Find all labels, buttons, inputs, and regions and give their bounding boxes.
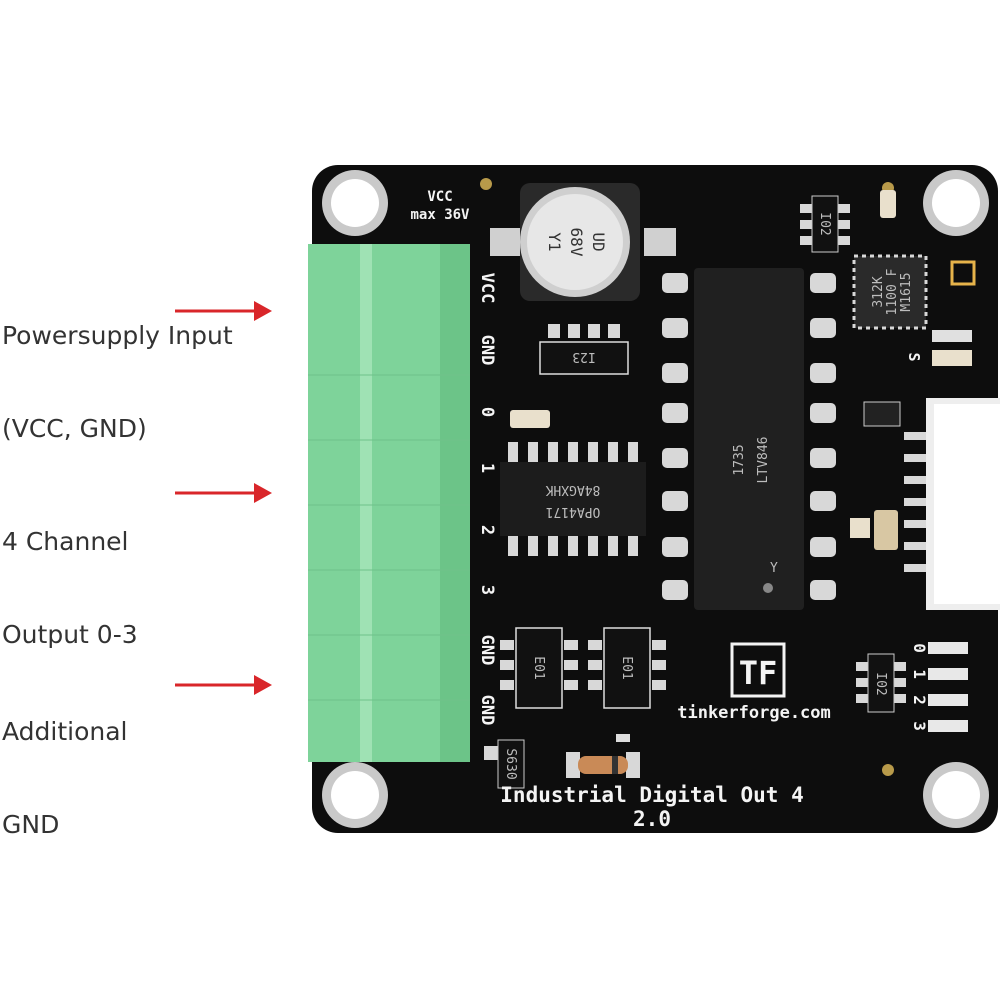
s-label: S	[905, 352, 923, 361]
callout-outputs-line1: 4 Channel	[2, 527, 129, 556]
version-label: 2.0	[633, 807, 671, 831]
arrow-outputs	[175, 483, 272, 503]
connector-right	[904, 398, 1000, 610]
callout-gnd-line1: Additional	[2, 717, 128, 746]
terminal-label-vcc: VCC	[477, 273, 497, 304]
led-label-2: 2	[910, 695, 929, 705]
resistor-s630: S630	[484, 739, 525, 789]
ic-optocoupler: 1735 LTV846 Y	[662, 268, 836, 610]
terminal-label-2: 2	[477, 525, 497, 535]
resistor-array	[850, 401, 901, 550]
led-label-1: 1	[910, 669, 929, 679]
callout-gnd-line2: GND	[2, 810, 60, 839]
callout-power-line2: (VCC, GND)	[2, 414, 147, 443]
resistor-s630-label: S630	[503, 748, 518, 779]
optocoupler-line-2: LTV846	[756, 437, 771, 484]
qfn-line-3: M1615	[899, 272, 914, 311]
e01-left-label: E01	[531, 656, 546, 679]
opamp-line-2: 84AGXHK	[545, 482, 600, 497]
terminal-label-gnd-2: GND	[477, 635, 497, 666]
resistor-0	[510, 410, 550, 428]
led-label-3: 3	[910, 721, 929, 731]
status-leds: 0 1 2 3	[910, 642, 968, 732]
vcc-max-label: max 36V	[410, 207, 470, 223]
capacitor-text-3: Y1	[545, 232, 564, 251]
ic-qfn: 312K 1100 F M1615	[852, 254, 928, 330]
mounting-hole-bottom-right	[923, 762, 989, 828]
optocoupler-mark: Y	[770, 561, 778, 576]
ic-i02-top-label: I02	[817, 212, 832, 235]
ic-i02-top: I02	[800, 195, 850, 253]
terminal-label-1: 1	[477, 463, 497, 473]
led-1	[928, 668, 968, 680]
ic-i23-label: I23	[572, 349, 595, 364]
led-2	[928, 694, 968, 706]
terminal-label-gnd-1: GND	[477, 335, 497, 366]
callout-outputs: 4 Channel Output 0-3	[2, 464, 138, 681]
brand-text: tinkerforge.com	[677, 703, 831, 723]
logo-text: TF	[739, 654, 778, 692]
tinkerforge-logo: TF	[730, 642, 786, 698]
mounting-hole-top-left	[322, 170, 388, 236]
qfn-line-2: 1100 F	[885, 268, 900, 315]
ic-e01-right: E01	[588, 627, 666, 709]
arrow-power	[175, 301, 272, 321]
mounting-hole-top-right	[923, 170, 989, 236]
terminal-labels: VCC GND 0 1 2 3 GND GND	[477, 273, 497, 726]
led-3	[928, 720, 968, 732]
e01-right-label: E01	[619, 656, 634, 679]
led-label-0: 0	[910, 643, 929, 653]
mounting-hole-bottom-left	[322, 762, 388, 828]
ic-i02-bottom: I02	[856, 653, 906, 713]
callout-gnd: Additional GND	[2, 654, 128, 871]
callout-outputs-line2: Output 0-3	[2, 620, 138, 649]
ic-i23: I23	[539, 324, 629, 375]
capacitor-text-1: UD	[589, 232, 608, 251]
opamp-line-1: OPA4171	[546, 504, 601, 519]
ic-e01-left: E01	[500, 627, 578, 709]
ic-opamp: OPA4171 84AGXHK	[500, 442, 646, 556]
terminal-block	[308, 244, 470, 762]
optocoupler-line-1: 1735	[732, 444, 747, 475]
callout-power: Powersupply Input (VCC, GND)	[2, 258, 233, 475]
terminal-label-3: 3	[477, 585, 497, 595]
led-0	[928, 642, 968, 654]
qfn-line-1: 312K	[871, 276, 886, 307]
terminal-label-0: 0	[477, 407, 497, 417]
capacitor-text-2: 68V	[567, 228, 586, 257]
ic-i02-bottom-label: I02	[873, 672, 888, 695]
vcc-label: VCC	[427, 189, 452, 205]
diode	[566, 734, 640, 778]
arrow-gnd	[175, 675, 272, 695]
capacitor: UD 68V Y1	[490, 183, 676, 301]
terminal-label-gnd-3: GND	[477, 695, 497, 726]
callout-power-line1: Powersupply Input	[2, 321, 233, 350]
product-name: Industrial Digital Out 4	[500, 783, 803, 807]
